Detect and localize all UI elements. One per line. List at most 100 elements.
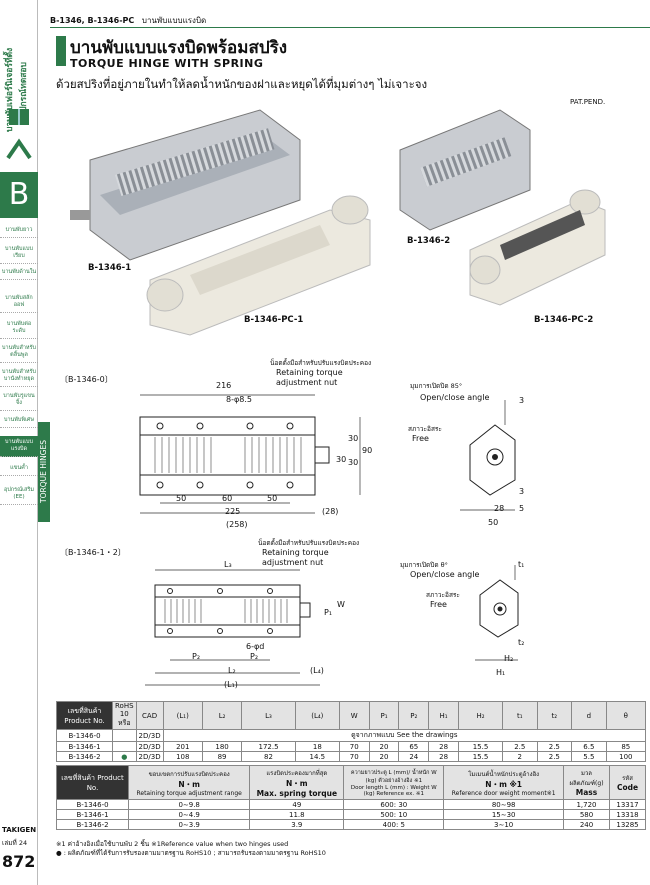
cell-code: 13318: [609, 809, 646, 820]
drawing1-free-en: Free: [412, 434, 429, 443]
sidebar-item-liftoff-hinge[interactable]: บานพับสลักออฟ: [0, 292, 38, 313]
sidebar-item-label: บานพับสำหรับบานังทำหยุด: [2, 369, 36, 382]
dim-60: 60: [222, 494, 233, 503]
cell-P1: 20: [368, 751, 400, 762]
dim-L4: (L₄): [310, 666, 324, 675]
dimensions-table: เลขที่สินค้า Product No. RoHS 10 หรือ CA…: [56, 701, 647, 762]
cell-cad[interactable]: 2D/3D: [135, 751, 164, 762]
dim-holes-6: 6-φd: [246, 642, 265, 651]
cell-moment: 3∼10: [443, 819, 564, 830]
col-max-torque-unit: N・m: [286, 778, 308, 788]
sidebar-item-flat-hinge[interactable]: บานพับแบบเรียบ: [0, 243, 38, 264]
drawing2-nut-note-th: น็อตตั้งมือสำหรับปรับแรงบิดประคอง: [258, 539, 360, 547]
col-P2: P₂: [398, 701, 430, 730]
col-product: เลขที่สินค้า Product No.: [56, 701, 113, 730]
sidebar-item-label: บานพับด้านใน: [1, 269, 37, 275]
sidebar-item-stay[interactable]: แขนค้ำ: [0, 462, 38, 476]
cell-rohs: [112, 741, 137, 752]
dim-50a: 50: [176, 494, 187, 503]
footnote-rohs: ● : ผลิตภัณฑ์ที่ได้รับการรับรองตามมาตรฐา…: [56, 849, 326, 857]
page-number: 872: [2, 852, 36, 871]
drawing2-side-view: [475, 565, 519, 661]
product-description: ด้วยสปริงที่อยู่ภายในทำให้ลดน้ำหนักของฝา…: [56, 77, 428, 91]
title-accent-bar: [56, 36, 66, 66]
cell-H2: 15.5: [457, 751, 504, 762]
sidebar-item-inner-hinge[interactable]: บานพับด้านใน: [0, 266, 38, 280]
sidebar-item-concealed-hinge[interactable]: บานพับรูแขนจิ้ง: [0, 390, 38, 411]
col-moment-th: โมเมนต์น้ำหนักประตูอ้างอิง: [468, 770, 540, 778]
col-mass: มวลผลิตภัณฑ์(g) Mass: [563, 765, 610, 800]
drawing2-nut-note-en2: adjustment nut: [262, 558, 324, 567]
table-row: B-1346-2 ● 2D/3D 108 89 82 14.5 70 20 24…: [56, 751, 647, 762]
cell-mass: 1,720: [563, 799, 610, 810]
sidebar-item-stop-hinge[interactable]: บานพับสำหรับบานังทำหยุด: [0, 366, 38, 387]
cell-max: 49: [249, 799, 345, 810]
photo-caption-b1346-pc1: B-1346-PC-1: [244, 315, 304, 325]
photo-caption-b1346-2: B-1346-2: [407, 236, 451, 246]
sidebar-item-label: บานพับต่อระดับ: [6, 321, 32, 334]
drawing1-section-label: 〔B-1346-0〕: [60, 375, 113, 384]
drawing2-angle-th: มุมการเปิดปิด θ°: [400, 561, 448, 569]
sidebar-item-cabinet-hinge[interactable]: บานพับสำหรับตลิ้นพูล: [0, 342, 38, 363]
cell-mass: 240: [563, 819, 610, 830]
page-header: B-1346, B-1346-PC บานพับแบบแรงบิด: [50, 14, 650, 28]
cell-P2: 24: [398, 751, 430, 762]
side-dim-t1: t₁: [518, 560, 525, 569]
drawing1-angle-en: Open/close angle: [420, 393, 490, 402]
cell-code: 13317: [609, 799, 646, 810]
photo-caption-b1346-pc2: B-1346-PC-2: [534, 315, 594, 325]
table-row: B-1346-1 2D/3D 201 180 172.5 18 70 20 65…: [56, 741, 647, 752]
cell-t1: 2.5: [502, 741, 538, 752]
col-door-ref-th: ความยาวประตู L (mm)/ น้ำหนัก W (kg) ตัวอ…: [350, 769, 437, 784]
table-row: B-1346-0 0∼9.8 49 600: 30 80∼98 1,720 13…: [56, 799, 646, 810]
col-H1: H₁: [428, 701, 459, 730]
side-dim-5: 5: [519, 504, 525, 513]
sidebar-item-label: บานพับสลักออฟ: [5, 295, 33, 308]
col-torque-range: ขอบเขตการปรับแรงบิดประคอง N・m Retaining …: [127, 765, 251, 800]
sidebar-item-accessory[interactable]: อุปกรณ์เสริม (EE): [0, 484, 38, 505]
cell-L2: 89: [201, 751, 243, 762]
side-dim-50: 50: [488, 518, 499, 527]
col-code: รหัส Code: [609, 765, 646, 800]
header-product-code: B-1346, B-1346-PC: [50, 16, 135, 25]
hinge-b1346-1-photo: [70, 109, 301, 261]
cell-cad[interactable]: 2D/3D: [135, 741, 164, 752]
cell-range: 0∼3.9: [127, 819, 251, 830]
col-L3: L₃: [241, 701, 296, 730]
dim-L1: (L₁): [224, 680, 238, 689]
side-dim-t2: t₂: [518, 638, 525, 647]
cell-see-drawings: ดูจากภาพแบบ See the drawings: [162, 729, 647, 742]
col-t2: t₂: [536, 701, 573, 730]
cell-moment: 80∼98: [443, 799, 564, 810]
cell-moment: 15∼30: [443, 809, 564, 820]
drawing1-angle-th: มุมการเปิดปิด 85°: [410, 382, 463, 390]
cell-range: 0∼4.9: [127, 809, 251, 820]
sidebar-item-long-hinge[interactable]: บานพับยาว: [0, 224, 38, 238]
drawing1-free-th: สภาวะอิสระ: [408, 425, 442, 433]
sidebar-item-torque-hinge[interactable]: บานพับแบบแรงบิด: [0, 436, 38, 457]
hinge-folded-icon: [6, 138, 32, 160]
col-door-ref-en: Door length L (mm) : Weight W (kg) Refer…: [350, 784, 437, 797]
col-torque-range-th: ขอบเขตการปรับแรงบิดประคอง: [148, 770, 230, 778]
cell-theta: 100: [605, 751, 647, 762]
drawing2-free-th: สภาวะอิสระ: [426, 591, 460, 599]
sidebar-item-special-hinge[interactable]: บานพับพิเศษ: [0, 414, 38, 428]
dim-28: (28): [322, 507, 339, 516]
cell-max: 3.9: [249, 819, 345, 830]
header-category: บานพับแบบแรงบิด: [141, 16, 207, 25]
sidebar-item-offset-hinge[interactable]: บานพับต่อระดับ: [0, 318, 38, 339]
page-title-english: TORQUE HINGE WITH SPRING: [70, 57, 264, 70]
sidebar-item-label: บานพับพิเศษ: [3, 417, 35, 423]
section-letter: B: [0, 172, 38, 218]
side-dim-3b: 3: [519, 487, 525, 496]
table-row: B-1346-1 0∼4.9 11.8 500: 10 15∼30 580 13…: [56, 809, 646, 820]
cell-product: B-1346-1: [56, 741, 113, 752]
dim-225: 225: [225, 507, 241, 516]
side-dim-28: 28: [494, 504, 505, 513]
col-mass-en: Mass: [575, 788, 598, 797]
col-cad: CAD: [135, 701, 164, 730]
drawing1-nut-note-en1: Retaining torque: [276, 368, 343, 377]
sidebar-item-label: บานพับแบบเรียบ: [5, 246, 33, 259]
cell-cad[interactable]: 2D/3D: [135, 729, 164, 742]
side-dim-H2: H₂: [504, 654, 514, 663]
